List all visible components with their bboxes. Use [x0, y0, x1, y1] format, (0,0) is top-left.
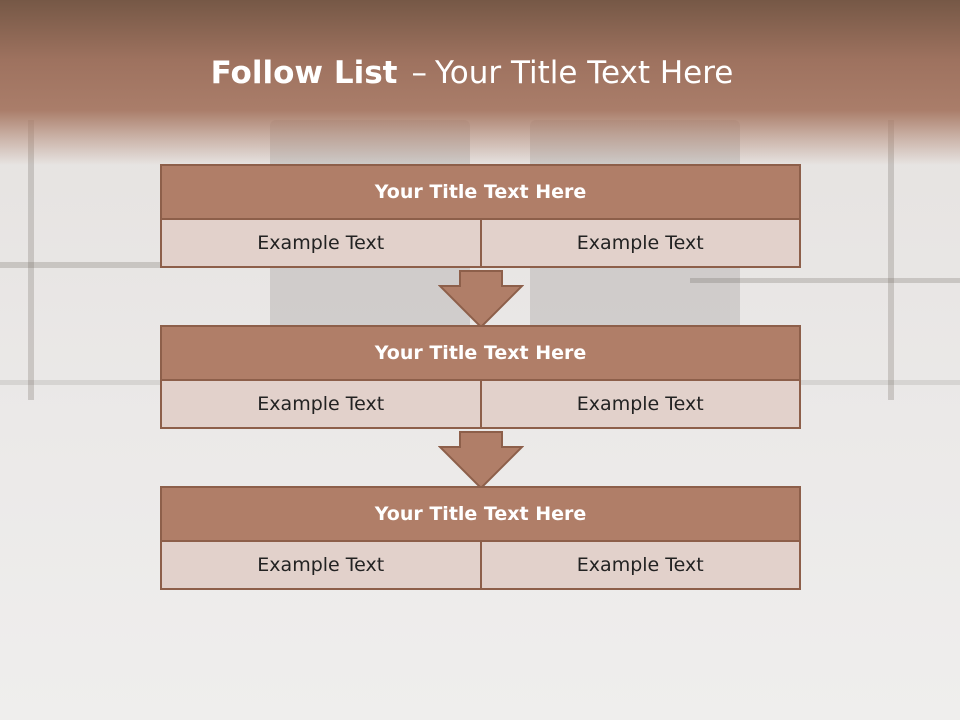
step-title-3: Your Title Text Here	[160, 486, 801, 542]
window-frame-left	[28, 120, 34, 400]
slide-title-dash: –	[411, 55, 427, 91]
step-block-2: Your Title Text Here Example Text Exampl…	[160, 325, 801, 429]
down-arrow-icon-2	[438, 431, 524, 489]
slide-title-bold: Follow List	[210, 55, 398, 91]
step-row-1: Example Text Example Text	[160, 218, 801, 268]
step-1-right-cell: Example Text	[479, 218, 801, 268]
step-1-left-cell: Example Text	[160, 218, 482, 268]
window-frame-right	[888, 120, 894, 400]
slide-title: Follow List–Your Title Text Here	[0, 55, 944, 91]
step-block-1: Your Title Text Here Example Text Exampl…	[160, 164, 801, 268]
step-3-right-cell: Example Text	[479, 540, 801, 590]
down-arrow-icon-1	[438, 270, 524, 328]
window-frame-right-bar	[690, 278, 960, 283]
step-row-3: Example Text Example Text	[160, 540, 801, 590]
window-frame-left-bar	[0, 262, 300, 268]
header-band	[0, 0, 960, 165]
step-2-right-cell: Example Text	[479, 379, 801, 429]
step-block-3: Your Title Text Here Example Text Exampl…	[160, 486, 801, 590]
step-row-2: Example Text Example Text	[160, 379, 801, 429]
step-title-1: Your Title Text Here	[160, 164, 801, 220]
step-3-left-cell: Example Text	[160, 540, 482, 590]
slide-title-rest: Your Title Text Here	[434, 55, 734, 91]
step-title-2: Your Title Text Here	[160, 325, 801, 381]
step-2-left-cell: Example Text	[160, 379, 482, 429]
